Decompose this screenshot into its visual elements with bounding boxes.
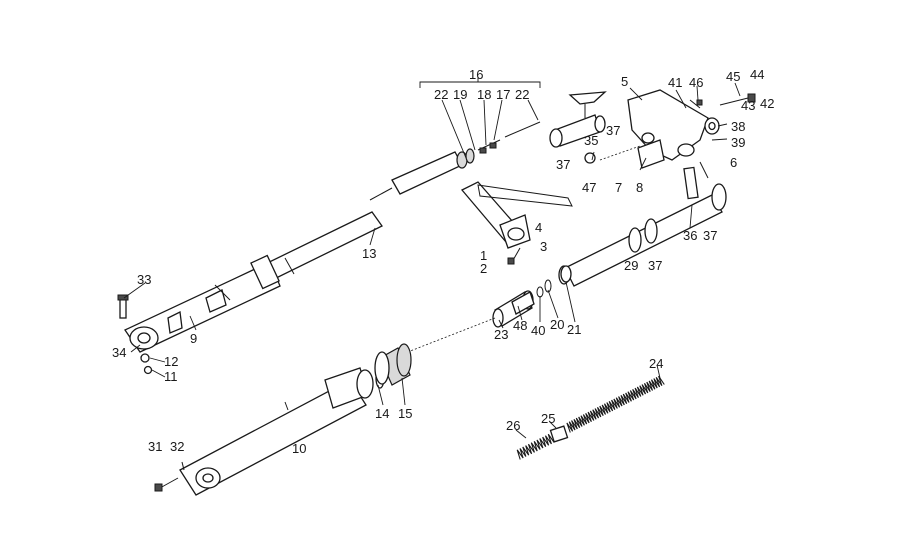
callout-5: 5 xyxy=(621,74,628,89)
callout-3: 3 xyxy=(540,239,547,254)
callout-2: 2 xyxy=(480,261,487,276)
callout-4: 4 xyxy=(535,220,542,235)
spring-set xyxy=(516,375,665,460)
callout-46: 46 xyxy=(689,75,703,90)
callout-42: 42 xyxy=(760,96,774,111)
callout-33: 33 xyxy=(137,272,151,287)
callout-18: 18 xyxy=(477,87,491,102)
callout-15: 15 xyxy=(398,406,412,421)
callout-7: 7 xyxy=(615,180,622,195)
callout-41: 41 xyxy=(668,75,682,90)
fork-clamp-assembly xyxy=(460,181,573,265)
callout-23: 23 xyxy=(494,327,508,342)
callout-39: 39 xyxy=(731,135,745,150)
callout-37b: 37 xyxy=(556,157,570,172)
callout-31: 31 xyxy=(148,439,162,454)
left-small-parts xyxy=(117,294,153,375)
upper-right-tube xyxy=(558,166,727,287)
callout-45: 45 xyxy=(726,69,740,84)
callout-14: 14 xyxy=(375,406,389,421)
callout-12: 12 xyxy=(164,354,178,369)
callout-26: 26 xyxy=(506,418,520,433)
callout-36: 36 xyxy=(683,228,697,243)
callout-11: 11 xyxy=(164,369,178,384)
callout-34: 34 xyxy=(112,345,126,360)
callout-43: 43 xyxy=(741,98,755,113)
callout-37a: 37 xyxy=(606,123,620,138)
callout-22b: 22 xyxy=(515,87,529,102)
callout-6: 6 xyxy=(730,155,737,170)
callout-29: 29 xyxy=(624,258,638,273)
steering-head-parts xyxy=(549,89,756,179)
callout-16: 16 xyxy=(469,67,483,82)
callout-38: 38 xyxy=(731,119,745,134)
callout-37c: 37 xyxy=(703,228,717,243)
callout-9: 9 xyxy=(190,331,197,346)
callout-19: 19 xyxy=(453,87,467,102)
callout-21: 21 xyxy=(567,322,581,337)
callout-20: 20 xyxy=(550,317,564,332)
leader-lines xyxy=(123,77,741,439)
callout-numbers: 16 22 19 18 17 22 5 41 46 45 44 43 42 35… xyxy=(112,67,774,456)
callout-32: 32 xyxy=(170,439,184,454)
callout-17: 17 xyxy=(496,87,510,102)
callout-35: 35 xyxy=(584,133,598,148)
callout-40: 40 xyxy=(531,323,545,338)
damper-cartridge xyxy=(399,265,572,356)
callout-1: 1 xyxy=(480,248,487,263)
fork-slider-10 xyxy=(154,343,412,496)
callout-24: 24 xyxy=(649,356,663,371)
callout-47: 47 xyxy=(582,180,596,195)
callout-13: 13 xyxy=(362,246,376,261)
fork-stanchion-13 xyxy=(124,121,541,353)
callout-44: 44 xyxy=(750,67,764,82)
callout-22: 22 xyxy=(434,87,448,102)
callout-48: 48 xyxy=(513,318,527,333)
callout-25: 25 xyxy=(541,411,555,426)
callout-37d: 37 xyxy=(648,258,662,273)
callout-8: 8 xyxy=(636,180,643,195)
callout-10: 10 xyxy=(292,441,306,456)
